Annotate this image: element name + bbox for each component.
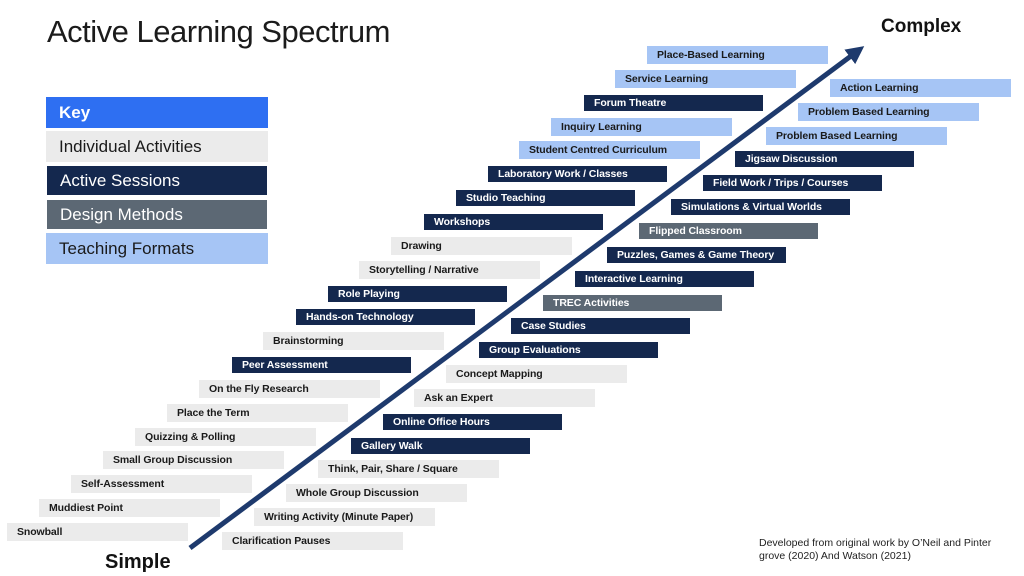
spectrum-box: Storytelling / Narrative	[359, 260, 540, 279]
spectrum-box: Service Learning	[615, 69, 796, 88]
complex-axis-label: Complex	[881, 16, 962, 37]
spectrum-box: Studio Teaching	[455, 189, 636, 208]
spectrum-box: Hands-on Technology	[295, 308, 476, 327]
attribution: Developed from original work by O’Neil a…	[759, 537, 991, 563]
spectrum-box: Whole Group Discussion	[286, 484, 467, 503]
spectrum-box: Workshops	[423, 212, 604, 231]
spectrum-box: Place the Term	[167, 403, 348, 422]
spectrum-box: Laboratory Work / Classes	[487, 165, 668, 184]
spectrum-box: Jigsaw Discussion	[734, 150, 915, 169]
spectrum-box: Ask an Expert	[414, 388, 595, 407]
spectrum-box: Small Group Discussion	[103, 451, 284, 470]
spectrum-box: Flipped Classroom	[638, 221, 819, 240]
spectrum-box: Inquiry Learning	[551, 117, 732, 136]
spectrum-box: Gallery Walk	[350, 436, 531, 455]
page-title: Active Learning Spectrum	[47, 14, 390, 49]
spectrum-box: Problem Based Learning	[766, 126, 947, 145]
spectrum-box: Concept Mapping	[446, 365, 627, 384]
spectrum-box: Think, Pair, Share / Square	[318, 460, 499, 479]
spectrum-box: Writing Activity (Minute Paper)	[254, 508, 435, 527]
spectrum-box: Self-Assessment	[71, 475, 252, 494]
spectrum-box: Brainstorming	[263, 332, 444, 351]
attribution-line-1: Developed from original work by O’Neil a…	[759, 537, 992, 549]
spectrum-box: Field Work / Trips / Courses	[702, 174, 883, 193]
spectrum-box: Simulations & Virtual Worlds	[670, 198, 851, 217]
simple-axis-label: Simple	[105, 551, 171, 573]
spectrum-box: Snowball	[7, 523, 188, 541]
spectrum-box: Action Learning	[830, 78, 1011, 97]
spectrum-box: Muddiest Point	[39, 499, 220, 518]
spectrum-box: Clarification Pauses	[222, 532, 403, 550]
spectrum-box: Group Evaluations	[478, 341, 659, 360]
key-entry-teaching: Teaching Formats	[46, 233, 268, 264]
attribution-line-2: grove (2020) And Watson (2021)	[759, 550, 911, 562]
spectrum-box: Place-Based Learning	[647, 46, 828, 64]
key-header: Key	[46, 97, 268, 128]
key-entry-individual: Individual Activities	[46, 131, 268, 162]
spectrum-box: TREC Activities	[542, 293, 723, 312]
spectrum-box: Drawing	[391, 236, 572, 255]
key-entry-active: Active Sessions	[46, 165, 268, 196]
spectrum-box: Interactive Learning	[574, 269, 755, 288]
spectrum-box: Quizzing & Polling	[135, 427, 316, 446]
spectrum-box: Case Studies	[510, 317, 691, 336]
spectrum-box: Puzzles, Games & Game Theory	[606, 245, 787, 264]
spectrum-box: Forum Theatre	[583, 93, 764, 112]
spectrum-box: Problem Based Learning	[798, 102, 979, 121]
spectrum-box: On the Fly Research	[199, 379, 380, 398]
spectrum-box: Role Playing	[327, 284, 508, 303]
spectrum-box: Online Office Hours	[382, 412, 563, 431]
spectrum-box: Student Centred Curriculum	[519, 141, 700, 160]
arrow-line	[188, 46, 865, 551]
spectrum-box: Peer Assessment	[231, 356, 412, 375]
key-entry-design: Design Methods	[46, 199, 268, 230]
